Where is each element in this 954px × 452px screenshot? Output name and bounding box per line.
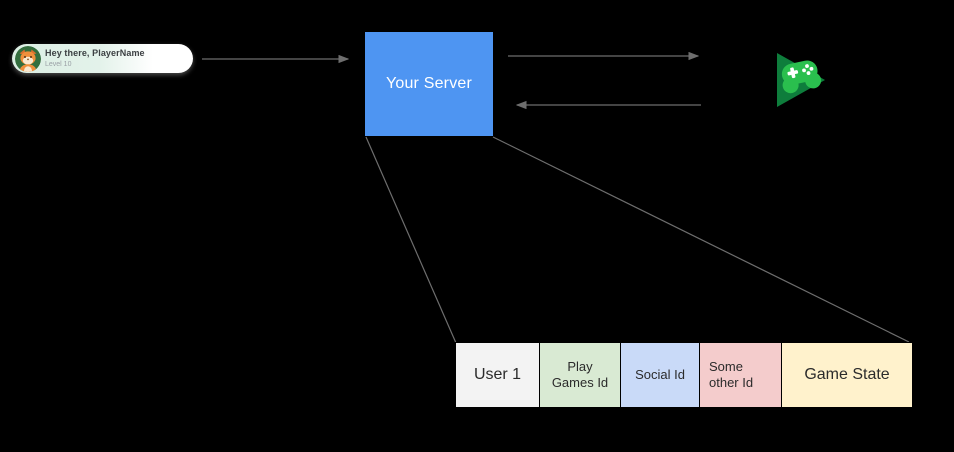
user-record-table: User 1 Play Games Id Social Id Some othe… [455,342,913,408]
server-to-table-left-line [365,136,457,344]
table-cell-label: Game State [804,366,890,383]
table-cell-label: Social Id [635,366,685,382]
table-cell-1: Play Games Id [540,343,621,407]
table-cell-label: Some other Id [709,358,754,390]
table-cell-2: Social Id [621,343,700,407]
google-play-games-icon [774,45,830,111]
player-greeting: Hey there, PlayerName [45,48,145,58]
table-cell-0: User 1 [456,343,540,407]
table-cell-label: Play Games Id [551,358,609,390]
server-to-table-right-line [492,136,910,343]
table-cell-4: Game State [782,343,912,407]
server-box: Your Server [365,32,493,136]
server-label: Your Server [385,75,473,92]
table-cell-label: User 1 [473,366,522,383]
table-cell-3: Some other Id [700,343,782,407]
player-level: Level 10 [45,61,72,68]
player-card: Hey there, PlayerName Level 10 [12,44,193,73]
fox-avatar-icon [15,45,41,72]
